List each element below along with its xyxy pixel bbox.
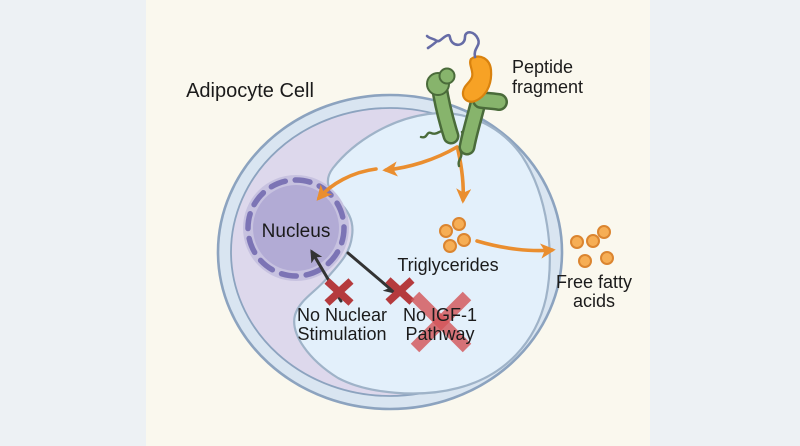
triglyceride-dot <box>439 224 453 238</box>
x-mark-no-igf1-icon <box>385 277 415 305</box>
no-igf1-label-line1: No IGF-1 <box>403 305 477 325</box>
ffa-dot <box>597 225 611 239</box>
no-nuclear-label-line1: No Nuclear <box>297 305 387 325</box>
free-fatty-label-line1: Free fatty <box>556 272 632 292</box>
ffa-dot <box>578 254 592 268</box>
free-fatty-acid-dots <box>570 225 614 268</box>
free-fatty-label-line2: acids <box>573 291 615 311</box>
signal-arrow-to-nucleus-icon <box>316 167 378 201</box>
adipocyte-cell: Nucleus <box>216 93 564 411</box>
labels: Adipocyte Cell Peptide fragment Triglyce… <box>186 57 632 344</box>
nucleus-label: Nucleus <box>262 221 331 242</box>
ffa-dot <box>600 251 614 265</box>
peptide-chain-fork-icon <box>426 39 439 50</box>
blocked-pathways <box>310 249 472 353</box>
signal-arrow-to-triglycerides-icon <box>456 148 472 204</box>
peptide-fragment-icon <box>461 55 493 103</box>
receptor-head-icon <box>438 67 456 85</box>
triglyceride-dot <box>443 239 457 253</box>
no-igf1-label-line2: Pathway <box>405 324 474 344</box>
signal-arrows <box>316 145 556 259</box>
peptide-fragment-label-line1: Peptide <box>512 57 573 77</box>
no-nuclear-label-line2: Stimulation <box>297 324 386 344</box>
membrane-receptor-icon <box>419 31 508 168</box>
x-mark-no-nuclear-icon <box>324 278 354 306</box>
nucleus: Nucleus <box>243 175 349 281</box>
nuclear-envelope-dashes-icon <box>245 177 347 279</box>
triglyceride-dot <box>452 217 466 231</box>
signal-arrow-left-icon <box>382 145 459 177</box>
ffa-dot <box>570 235 584 249</box>
peptide-fragment-label-line2: fragment <box>512 77 583 97</box>
big-x-mark-igf1-pathway-icon <box>410 291 472 353</box>
triglyceride-dot <box>457 233 471 247</box>
triglycerides-label: Triglycerides <box>397 255 498 275</box>
cell-title-label: Adipocyte Cell <box>186 80 314 102</box>
triglyceride-dots <box>439 217 471 253</box>
peptide-chain-squiggle-icon <box>435 31 480 59</box>
blocked-arrow-igf1-icon <box>346 251 397 295</box>
ffa-dot <box>586 234 600 248</box>
arrow-triglycerides-to-ffa-icon <box>475 239 556 259</box>
